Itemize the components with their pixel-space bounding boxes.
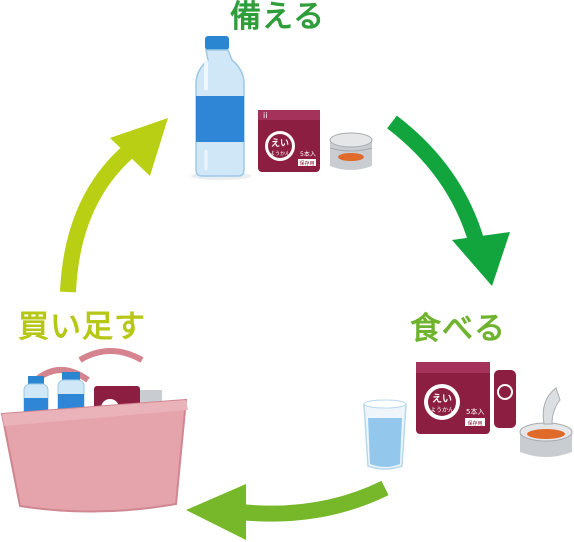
yokan-stick-icon xyxy=(494,370,516,428)
arrow-eat-to-rebuy xyxy=(186,480,389,540)
water-glass-icon xyxy=(363,399,407,470)
shopping-basket-icon xyxy=(0,348,188,513)
canned-food-icon xyxy=(329,132,373,170)
package-title-line1: えい xyxy=(271,138,289,149)
step-label-prepare: 備える xyxy=(230,0,326,35)
yokan-package-icon: ii えい ようかん 5本入 保存用 xyxy=(258,110,320,172)
opened-can-icon xyxy=(519,387,573,457)
package-title-line2: ようかん xyxy=(270,150,290,157)
step-label-rebuy: 買い足す xyxy=(18,309,146,345)
package-brand-text: ii xyxy=(263,111,267,120)
package-large-title-line2: ようかん xyxy=(430,407,454,414)
package-large-count: 5本入 xyxy=(466,407,484,416)
yokan-package-large-icon: えい ようかん 5本入 保存用 xyxy=(416,362,490,434)
package-count: 5本入 xyxy=(300,150,316,158)
package-badge: 保存用 xyxy=(299,160,314,167)
arrow-prepare-to-eat xyxy=(387,115,510,286)
water-bottle-icon xyxy=(191,36,251,180)
package-large-title-line1: えい xyxy=(432,393,452,405)
package-large-badge: 保存用 xyxy=(467,420,482,427)
step-label-eat: 食べる xyxy=(410,311,506,347)
arrow-rebuy-to-prepare xyxy=(60,118,168,293)
